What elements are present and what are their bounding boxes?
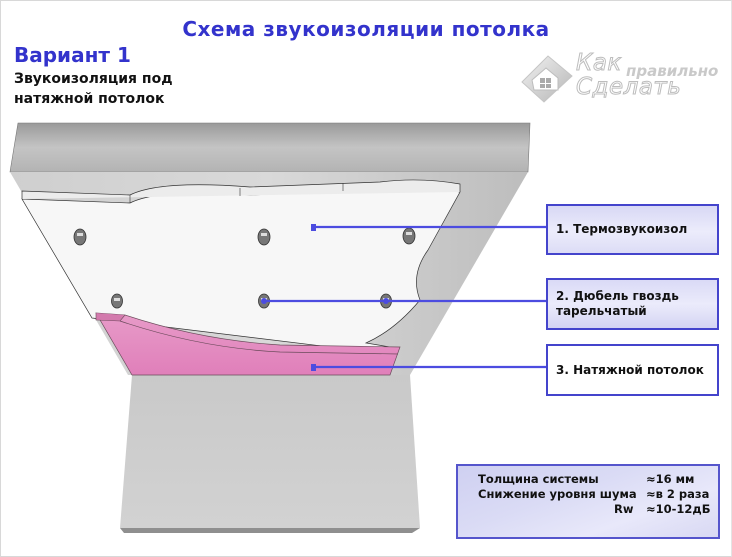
house-icon: [521, 55, 573, 103]
callout-1-text: 1. Термозвукоизол: [556, 222, 688, 236]
subtitle-line-2: натяжной потолок: [14, 91, 165, 107]
callout-2-line-1: 2. Дюбель гвоздь: [556, 289, 679, 303]
callout-3-text: 3. Натяжной потолок: [556, 362, 704, 377]
spec-value: ≈10-12дБ: [646, 502, 711, 516]
page-title: Схема звукоизоляции потолка: [182, 17, 550, 41]
spec-key: Толщина системы: [478, 472, 599, 486]
logo-word-sdelat: Сделать: [575, 74, 682, 101]
variant-subtitle: Звукоизоляция под натяжной потолок: [14, 69, 173, 109]
variant-heading: Вариант 1: [14, 43, 131, 67]
callout-stretch-ceiling: 3. Натяжной потолок: [546, 344, 719, 396]
logo-word-pravilno: правильно: [626, 62, 719, 80]
specs-box: Толщина системы ≈16 мм Снижение уровня ш…: [456, 464, 720, 539]
spec-row-rw: Rw ≈10-12дБ: [478, 502, 718, 516]
logo-word-kak: Как: [576, 50, 622, 77]
concrete-slab-edge: [9, 122, 531, 173]
stretch-ceiling-membrane: [95, 312, 401, 376]
spec-row-thickness: Толщина системы ≈16 мм: [478, 472, 718, 486]
callout-dowel-nail: 2. Дюбель гвоздь тарельчатый: [546, 278, 719, 330]
callout-thermo-sound-insulation: 1. Термозвукоизол: [546, 204, 719, 255]
site-logo: Как правильно Сделать: [518, 50, 728, 105]
leader-lines: [261, 224, 546, 371]
callout-2-line-2: тарельчатый: [556, 304, 647, 318]
spec-key: Rw: [614, 502, 634, 516]
spec-row-noise-reduction: Снижение уровня шума ≈в 2 раза: [478, 487, 718, 501]
wall: [120, 375, 420, 528]
spec-key: Снижение уровня шума: [478, 487, 637, 501]
spec-value: ≈16 мм: [646, 472, 695, 486]
subtitle-line-1: Звукоизоляция под: [14, 71, 173, 87]
spec-value: ≈в 2 раза: [646, 487, 710, 501]
